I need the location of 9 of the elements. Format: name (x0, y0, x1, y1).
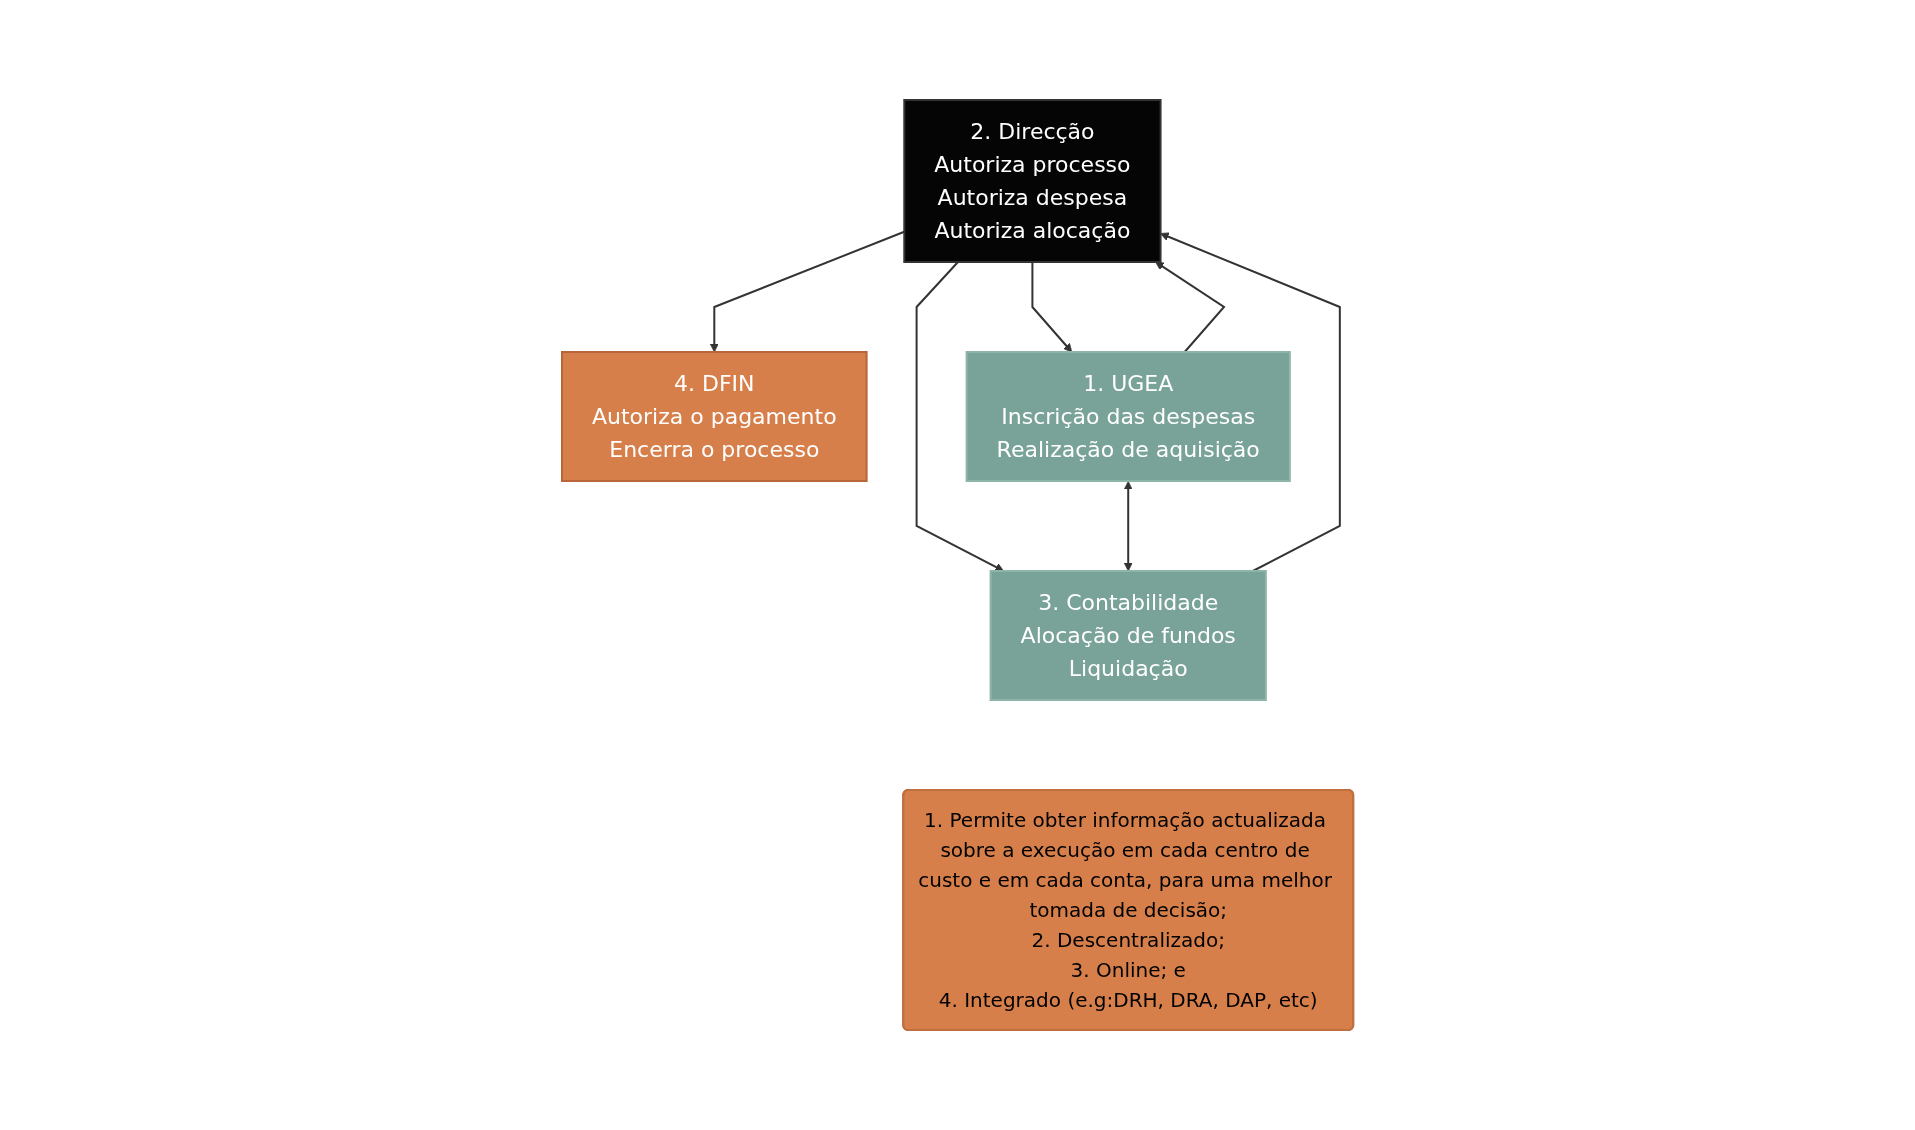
node-box: 3. Contabilidade Alocação de fundos Liquidação (989, 570, 1267, 701)
node-box: 1. UGEA Inscrição das despesas Realização de aquisição (965, 351, 1291, 482)
node-box: 2. Direcção Autoriza processo Autoriza despesa Autoriza alocação (903, 99, 1162, 263)
arrow (1031, 261, 1073, 353)
arrow (915, 261, 1004, 572)
node-box: 4. DFIN Autoriza o pagamento Encerra o processo (560, 351, 868, 482)
arrow (1123, 481, 1133, 572)
arrow (1155, 261, 1226, 353)
arrow (1160, 232, 1341, 572)
